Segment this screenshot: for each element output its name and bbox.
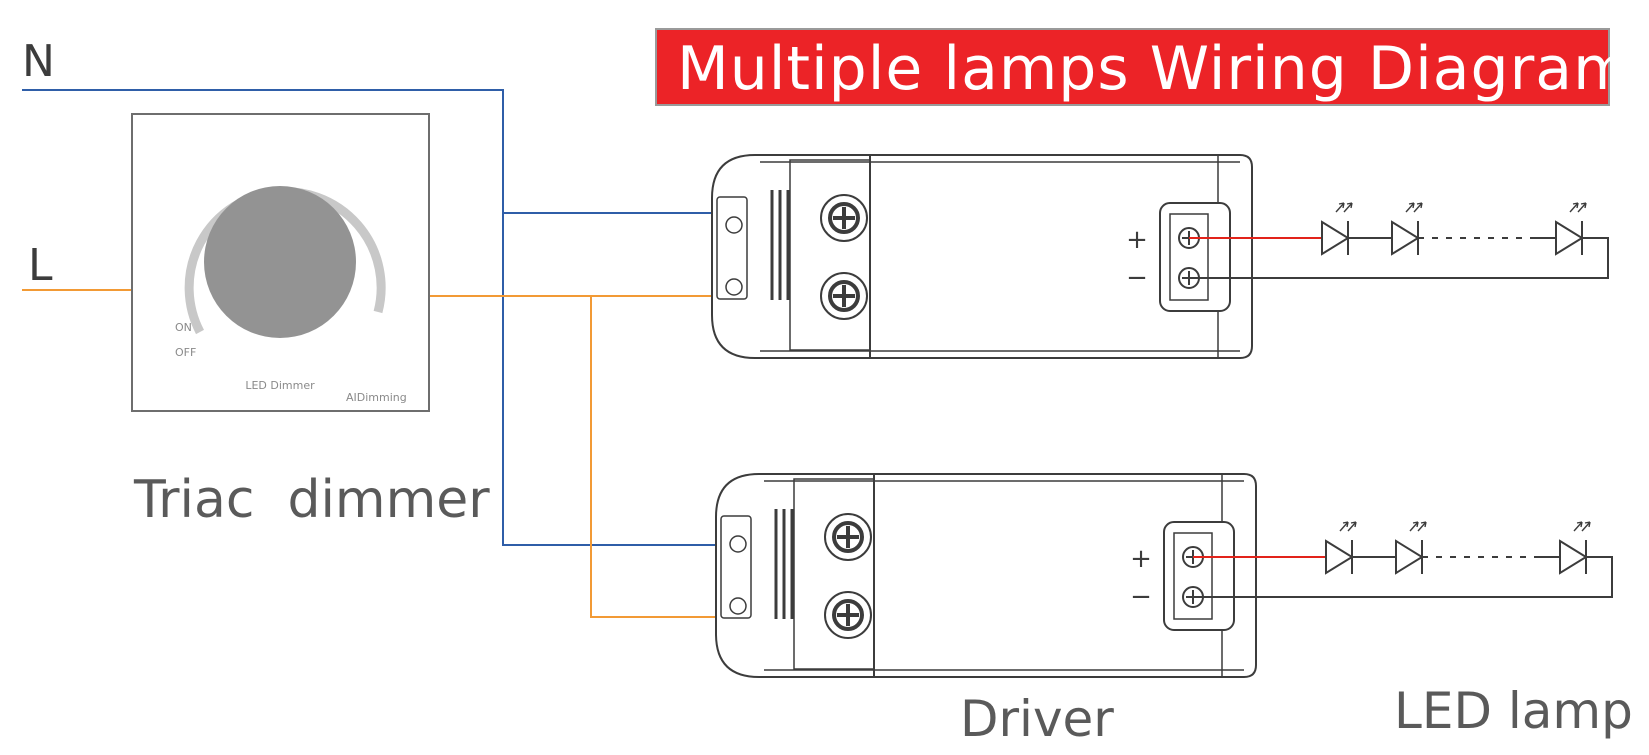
- diagram-title: Multiple lamps Wiring Diagram: [677, 34, 1633, 104]
- driver-input-block: [793, 478, 875, 670]
- driver-inner-line: [760, 161, 1240, 352]
- driver-input-window: [716, 196, 748, 300]
- led-diode-icon: [1391, 202, 1423, 256]
- negative-wire: [1193, 556, 1613, 598]
- output-plus-label: +: [1130, 544, 1152, 574]
- dimmer-on-label: ON: [175, 321, 192, 334]
- input-terminal-n: [824, 513, 872, 561]
- output-minus-label: −: [1126, 263, 1148, 293]
- neutral-wire-main: [22, 89, 825, 546]
- driver-hole: [729, 597, 747, 615]
- output-plus-label: +: [1126, 225, 1148, 255]
- led-diode-icon: [1559, 521, 1591, 575]
- negative-wire: [1189, 237, 1609, 279]
- title-banner: Multiple lamps Wiring Diagram: [655, 28, 1632, 106]
- led-diode-icon: [1325, 521, 1357, 575]
- input-terminal-l: [824, 591, 872, 639]
- output-terminal-inner: [1169, 213, 1209, 301]
- driver-hole: [729, 535, 747, 553]
- driver-input-window: [720, 515, 752, 619]
- lamp-label: LED lamp: [1394, 682, 1633, 740]
- dimmer-knob[interactable]: [204, 186, 356, 338]
- led-diode-icon: [1321, 202, 1353, 256]
- driver-ribs: [770, 190, 790, 300]
- driver-hole: [725, 216, 743, 234]
- driver-2: + −: [715, 473, 1257, 678]
- led-string-2: [1193, 556, 1613, 598]
- driver-hole: [725, 278, 743, 296]
- live-label: L: [28, 240, 53, 291]
- driver-1: + −: [711, 154, 1253, 359]
- driver-label: Driver: [960, 690, 1114, 748]
- dimmer-brand-label: AIDimming: [346, 391, 407, 404]
- led-diode-icon: [1395, 521, 1427, 575]
- output-terminal-inner: [1173, 532, 1213, 620]
- output-terminal-block: [1159, 202, 1231, 312]
- dimmer-label: Triac dimmer: [133, 470, 490, 530]
- input-terminal-l: [820, 272, 868, 320]
- triac-dimmer: ON OFF LED Dimmer AIDimming: [131, 113, 430, 412]
- dimmer-product-label: LED Dimmer: [245, 379, 315, 392]
- driver-ribs: [774, 509, 794, 619]
- output-terminal-block: [1163, 521, 1235, 631]
- dimmer-off-label: OFF: [175, 346, 196, 359]
- output-minus-label: −: [1130, 582, 1152, 612]
- driver-input-block: [789, 159, 871, 351]
- led-group-2: [1325, 521, 1592, 575]
- input-terminal-n: [820, 194, 868, 242]
- driver-inner-line: [764, 480, 1244, 671]
- led-diode-icon: [1555, 202, 1587, 256]
- neutral-label: N: [22, 36, 55, 87]
- led-group-1: [1321, 202, 1588, 256]
- led-string-1: [1189, 237, 1609, 279]
